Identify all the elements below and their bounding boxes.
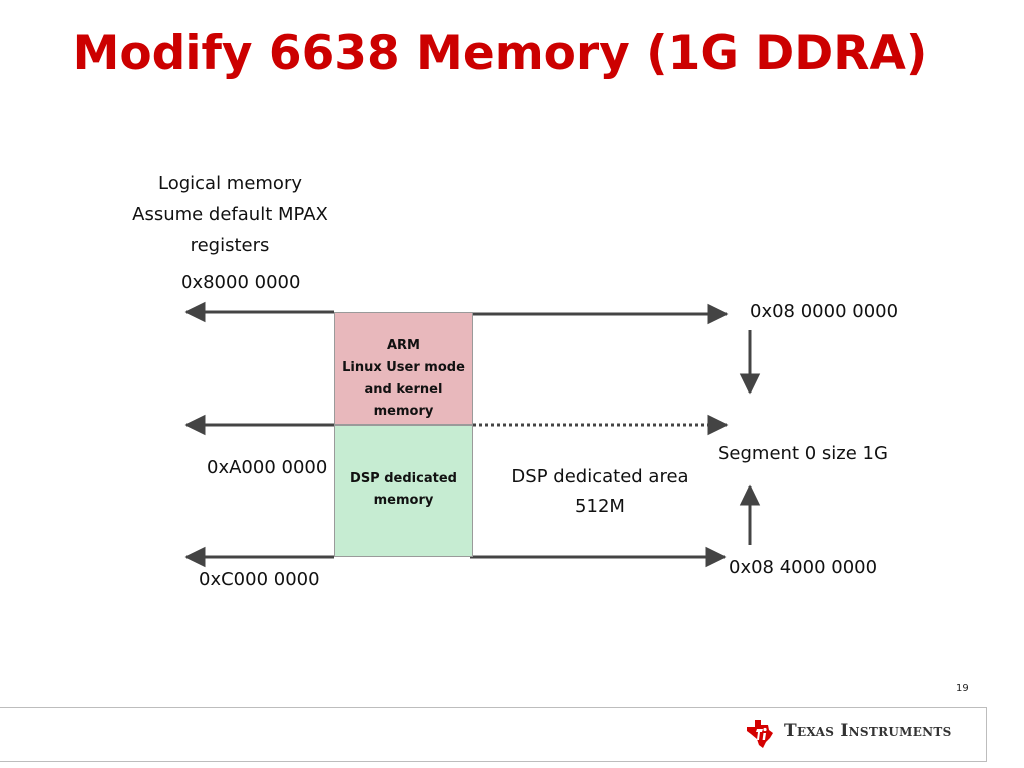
segment-label: Segment 0 size 1G	[718, 443, 888, 464]
texas-instruments-wordmark: Texas Instruments	[784, 721, 952, 741]
arm-box-line: Linux User mode	[342, 360, 465, 375]
arm-memory-box: ARM Linux User mode and kernel memory	[334, 312, 473, 425]
logical-address-mid: 0xA000 0000	[207, 457, 328, 478]
dsp-area-line: DSP dedicated area	[511, 466, 689, 487]
logical-heading-line: Assume default MPAX	[132, 204, 328, 225]
arm-box-line: and kernel memory	[364, 382, 443, 419]
texas-instruments-logo-icon	[747, 720, 773, 748]
dsp-area-label: DSP dedicated area 512M	[500, 462, 700, 522]
logical-memory-heading: Logical memory Assume default MPAX regis…	[120, 168, 340, 261]
arm-box-line: ARM	[386, 338, 420, 353]
logical-address-bottom: 0xC000 0000	[199, 569, 320, 590]
footer-bar	[0, 707, 987, 762]
slide-title: Modify 6638 Memory (1G DDRA)	[72, 26, 928, 81]
logical-heading-line: Logical memory	[157, 173, 302, 194]
logical-address-top: 0x8000 0000	[181, 272, 301, 293]
dsp-box-line: DSP dedicated	[350, 471, 457, 486]
dsp-area-line: 512M	[575, 496, 625, 517]
dsp-box-line: memory	[373, 493, 434, 508]
logical-heading-line: registers	[190, 235, 270, 256]
physical-address-top: 0x08 0000 0000	[750, 301, 899, 322]
dsp-memory-box: DSP dedicated memory	[334, 425, 473, 557]
page-number: 19	[956, 683, 969, 694]
physical-address-bottom: 0x08 4000 0000	[729, 557, 878, 578]
